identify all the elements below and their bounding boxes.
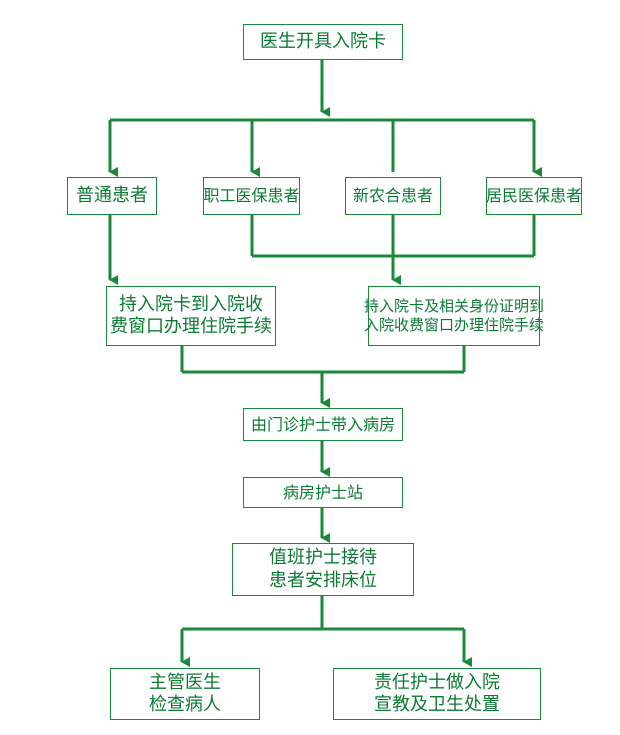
node-ordinary-patient-label: 普通患者 <box>76 184 148 206</box>
node-doctor-issue-card: 医生开具入院卡 <box>243 24 403 60</box>
node-responsible-nurse-line1: 责任护士做入院 <box>374 671 500 693</box>
node-ward-nurse-station: 病房护士站 <box>243 477 403 508</box>
node-ordinary-patient: 普通患者 <box>67 177 157 215</box>
node-responsible-nurse-line2: 宣教及卫生处置 <box>374 694 500 715</box>
node-responsible-nurse: 责任护士做入院 宣教及卫生处置 <box>333 668 541 720</box>
node-ward-nurse-station-label: 病房护士站 <box>282 482 363 502</box>
node-rural-coop-patient-label: 新农合患者 <box>352 186 433 205</box>
node-resident-insurance-patient-label: 居民医保患者 <box>486 186 583 205</box>
node-left-admission-procedure-line2: 费窗口办理住院手续 <box>110 316 272 337</box>
node-right-admission-procedure-line2: 入院收费窗口办理住院手续 <box>364 316 545 334</box>
node-attending-doctor-line1: 主管医生 <box>149 671 221 693</box>
node-nurse-escort-label: 由门诊护士带入病房 <box>250 414 395 434</box>
node-rural-coop-patient: 新农合患者 <box>345 177 441 215</box>
node-resident-insurance-patient: 居民医保患者 <box>486 177 582 215</box>
node-left-admission-procedure: 持入院卡到入院收 费窗口办理住院手续 <box>106 286 276 346</box>
node-duty-nurse-reception-line1: 值班护士接待 <box>269 547 377 568</box>
node-duty-nurse-reception: 值班护士接待 患者安排床位 <box>232 543 414 596</box>
node-attending-doctor-line2: 检查病人 <box>149 694 221 715</box>
node-doctor-issue-card-label: 医生开具入院卡 <box>260 30 386 52</box>
node-worker-insurance-patient-label: 职工医保患者 <box>203 186 300 205</box>
node-nurse-escort: 由门诊护士带入病房 <box>243 408 403 441</box>
node-right-admission-procedure: 持入院卡及相关身份证明到 入院收费窗口办理住院手续 <box>364 286 544 346</box>
node-duty-nurse-reception-line2: 患者安排床位 <box>269 569 377 591</box>
node-worker-insurance-patient: 职工医保患者 <box>203 177 300 215</box>
node-left-admission-procedure-line1: 持入院卡到入院收 <box>119 293 263 315</box>
node-attending-doctor: 主管医生 检查病人 <box>110 668 260 720</box>
node-right-admission-procedure-line1: 持入院卡及相关身份证明到 <box>364 297 545 316</box>
